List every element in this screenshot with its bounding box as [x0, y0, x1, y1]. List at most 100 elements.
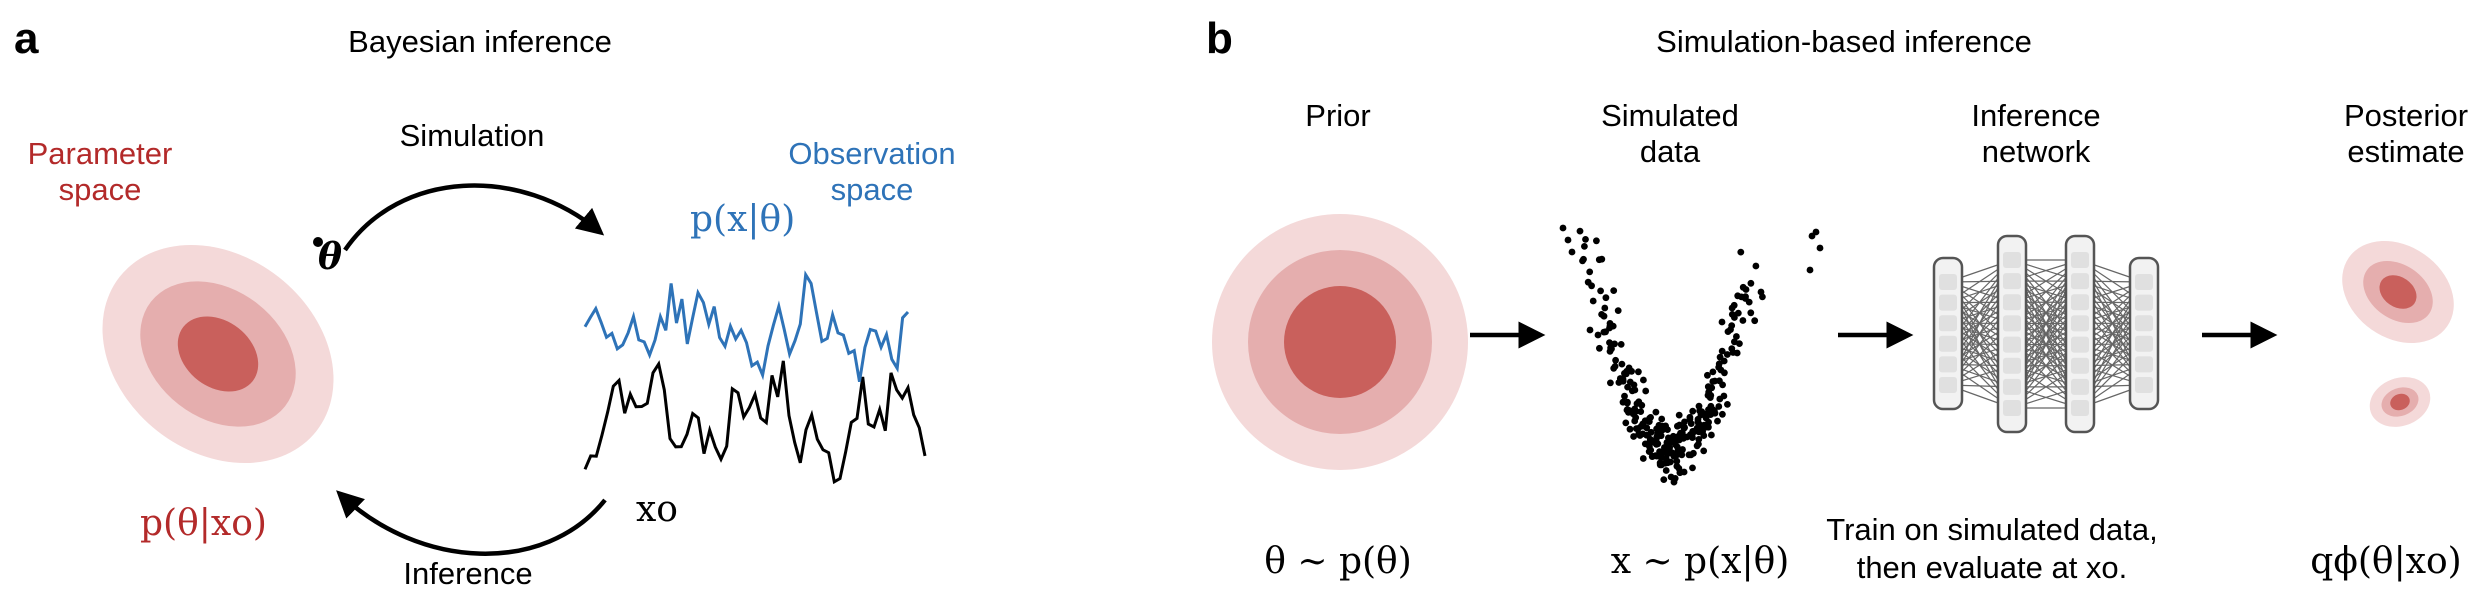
network-node [2135, 335, 2153, 352]
scatter-point [1626, 378, 1634, 386]
scatter-point [1727, 326, 1734, 333]
scatter-point [1619, 375, 1627, 383]
network-node [2071, 294, 2089, 311]
scatter-point [1675, 411, 1683, 419]
scatter-point [1593, 237, 1600, 245]
scatter-point [1608, 345, 1615, 353]
scatter-point [1609, 322, 1617, 330]
network-node [2135, 274, 2153, 290]
scatter-point [1714, 417, 1721, 425]
scatter-point [1651, 437, 1659, 445]
network-node [2071, 357, 2089, 374]
panel-label-a: a [14, 14, 39, 63]
network-node [1939, 274, 1957, 290]
network-node [2003, 294, 2021, 311]
scatter-point [1751, 317, 1759, 325]
scatter-point [1658, 449, 1666, 456]
scatter-point [1659, 422, 1666, 430]
simulator-expression: x ∼ p(x|θ) [1610, 541, 1790, 582]
scatter-point [1597, 287, 1604, 295]
scatter-point [1576, 227, 1584, 235]
scatter-point [1719, 381, 1726, 389]
scatter-point [1586, 268, 1594, 276]
network-node [2003, 357, 2021, 374]
simulated-data-scatter [1559, 224, 1824, 486]
posterior-estimate-density [2342, 240, 2454, 427]
scatter-point [1734, 309, 1742, 317]
scatter-point [1582, 236, 1589, 243]
scatter-point [1671, 475, 1679, 482]
posterior-estimate-label: Posterior estimate [2343, 98, 2469, 169]
scatter-point [1695, 402, 1703, 410]
scatter-point [1729, 349, 1737, 356]
network-node [1939, 356, 1957, 373]
scatter-point [1676, 421, 1683, 429]
scatter-point [1624, 398, 1631, 406]
train-text-line-2: then evaluate at xo. [1856, 550, 2128, 585]
scatter-point [1734, 292, 1742, 300]
network-node [2071, 315, 2089, 332]
inference-network-label: Inference network [1971, 98, 2101, 169]
network-node [2135, 294, 2153, 311]
scatter-point [1731, 314, 1738, 321]
scatter-point [1630, 433, 1637, 440]
scatter-point [1652, 452, 1659, 460]
scatter-point [1700, 432, 1708, 439]
scatter-point [1665, 440, 1673, 447]
scatter-point [1586, 326, 1594, 334]
scatter-point [1704, 391, 1712, 399]
scatter-point [1737, 248, 1745, 256]
scatter-point [1709, 368, 1717, 376]
scatter-point [1625, 364, 1633, 372]
scatter-point [1747, 279, 1755, 287]
scatter-point [1690, 449, 1697, 457]
scatter-point [1631, 386, 1639, 394]
scatter-point [1683, 433, 1691, 441]
theta-point [313, 237, 323, 247]
scatter-point [1718, 318, 1726, 326]
scatter-point [1607, 379, 1614, 387]
scatter-point [1742, 295, 1749, 302]
scatter-point [1621, 392, 1628, 400]
scatter-point [1705, 423, 1712, 431]
network-node [1939, 377, 1957, 393]
scatter-point [1670, 435, 1678, 443]
scatter-point [1645, 439, 1653, 447]
network-node [2071, 252, 2089, 268]
scatter-point [1632, 414, 1640, 421]
observed-signal [583, 360, 927, 485]
inference-network-icon [1932, 234, 2160, 434]
scatter-point [1698, 408, 1706, 415]
inference-arrow [336, 490, 607, 556]
simulation-label: Simulation [399, 118, 545, 153]
scatter-point [1660, 476, 1668, 483]
scatter-point [1622, 419, 1630, 427]
scatter-point [1638, 401, 1646, 409]
scatter-point [1633, 425, 1640, 432]
scatter-point [1632, 408, 1640, 415]
network-node [2071, 273, 2089, 290]
network-node [2003, 378, 2021, 395]
scatter-point [1594, 331, 1602, 339]
network-node [2003, 273, 2021, 290]
scatter-point [1595, 256, 1603, 264]
scatter-point [1606, 339, 1613, 346]
scatter-point [1719, 410, 1726, 418]
scatter-point [1707, 410, 1715, 418]
scatter-point [1589, 297, 1597, 305]
scatter-point [1689, 407, 1697, 415]
parameter-space-density [102, 244, 334, 464]
simulated-signal [583, 270, 910, 382]
scatter-point [1695, 436, 1703, 443]
scatter-point [1596, 344, 1603, 352]
network-node [2071, 400, 2089, 416]
observed-data-label: xo [636, 489, 678, 530]
scatter-point [1639, 430, 1647, 438]
scatter-point [1716, 353, 1724, 361]
scatter-point [1559, 224, 1567, 232]
prior-expression: θ ∼ p(θ) [1264, 541, 1412, 582]
panel-a-title: Bayesian inference [348, 24, 612, 59]
scatter-point [1639, 455, 1647, 462]
scatter-point [1600, 312, 1608, 320]
scatter-point [1664, 426, 1671, 433]
